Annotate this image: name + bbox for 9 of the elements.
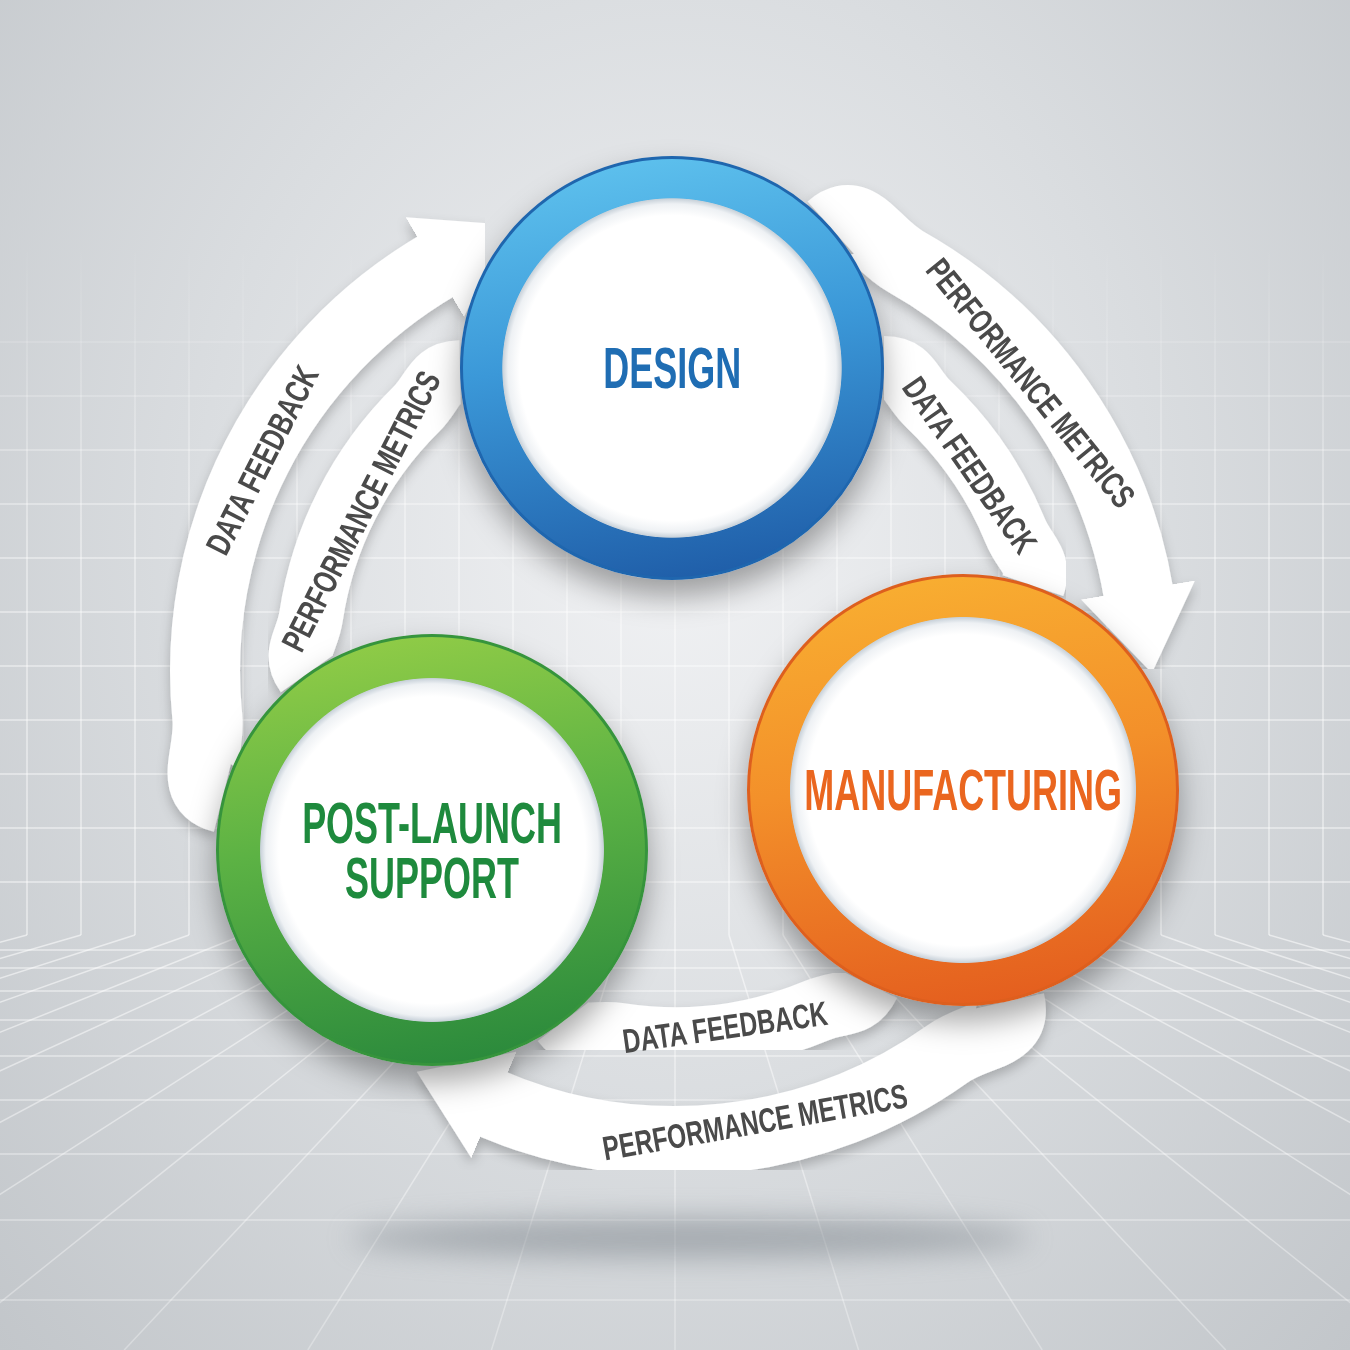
stage-title: DESIGN xyxy=(603,340,741,396)
curved-arrow xyxy=(414,996,1046,1176)
curved-arrow xyxy=(810,185,1195,672)
curved-arrow xyxy=(167,219,505,831)
stage-title: POST-LAUNCH SUPPORT xyxy=(301,794,563,906)
edge-label: PERFORMANCE METRICS xyxy=(599,1078,910,1166)
curved-band xyxy=(539,968,897,1071)
edge-label: DATA FEEDBACK xyxy=(620,996,830,1059)
stage-title: MANUFACTURING xyxy=(804,762,1122,818)
